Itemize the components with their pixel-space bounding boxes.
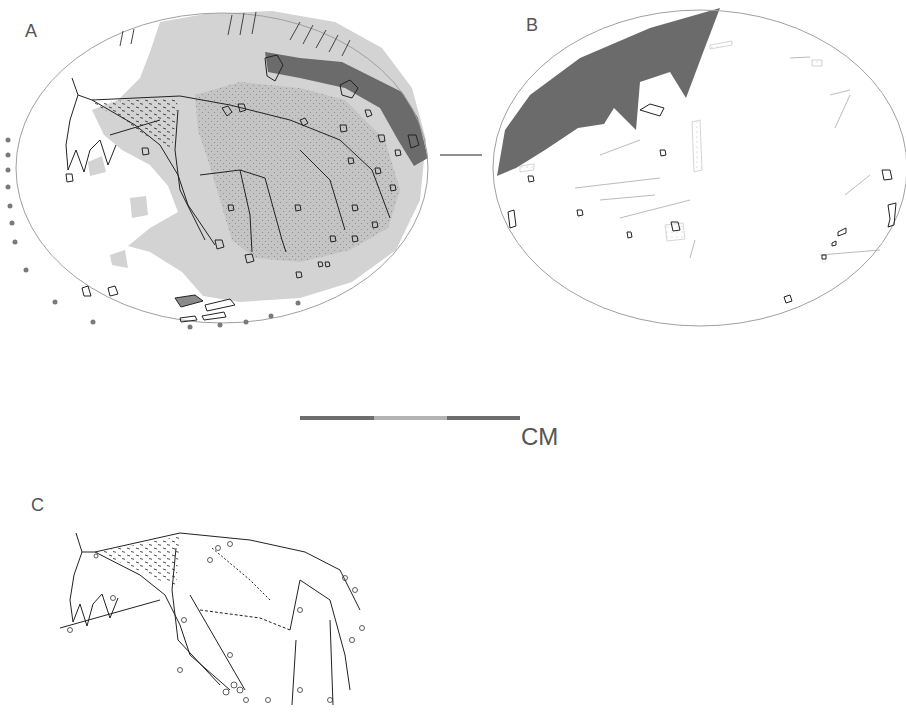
dark-zone bbox=[497, 8, 720, 176]
dark-band bbox=[265, 52, 428, 166]
panel-a bbox=[6, 11, 429, 330]
pebble-outline bbox=[16, 13, 428, 323]
panel-b bbox=[493, 8, 906, 326]
pebble-outline bbox=[493, 10, 906, 326]
engraved-zone bbox=[92, 11, 426, 302]
panel-letter: A bbox=[25, 22, 37, 40]
unit-label: CM bbox=[521, 425, 558, 449]
grain-circles bbox=[68, 542, 365, 703]
scale-bar bbox=[300, 416, 520, 420]
animal-figure bbox=[66, 78, 390, 252]
panel-c bbox=[60, 533, 360, 705]
stippled-zone bbox=[195, 82, 400, 262]
panel-letter: C bbox=[31, 496, 44, 514]
panel-letter: B bbox=[526, 16, 538, 34]
